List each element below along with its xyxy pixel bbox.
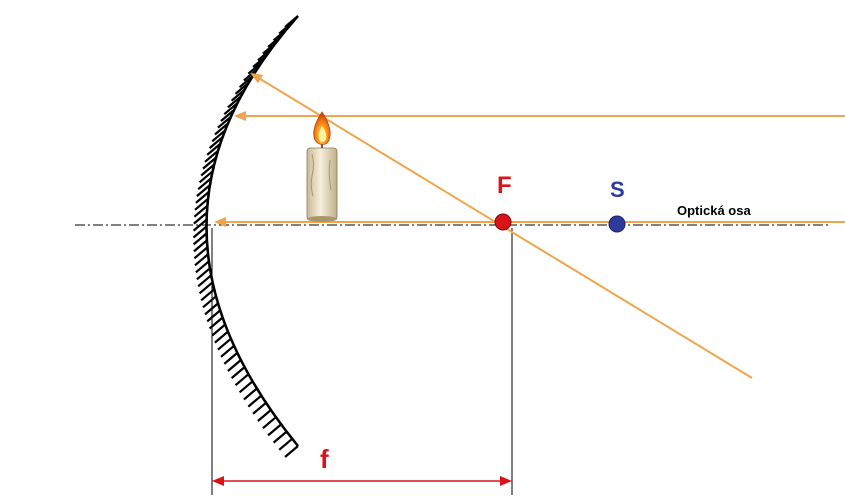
focal-length-label: f [320,444,329,474]
concave-mirror [205,15,299,447]
center-label: S [610,177,625,202]
focus-point [494,213,512,231]
mirror-hatching [192,15,299,458]
focus-label: F [497,172,512,199]
optical-axis-label: Optická osa [677,203,751,218]
center-point [608,215,626,233]
candle-icon [306,111,338,222]
